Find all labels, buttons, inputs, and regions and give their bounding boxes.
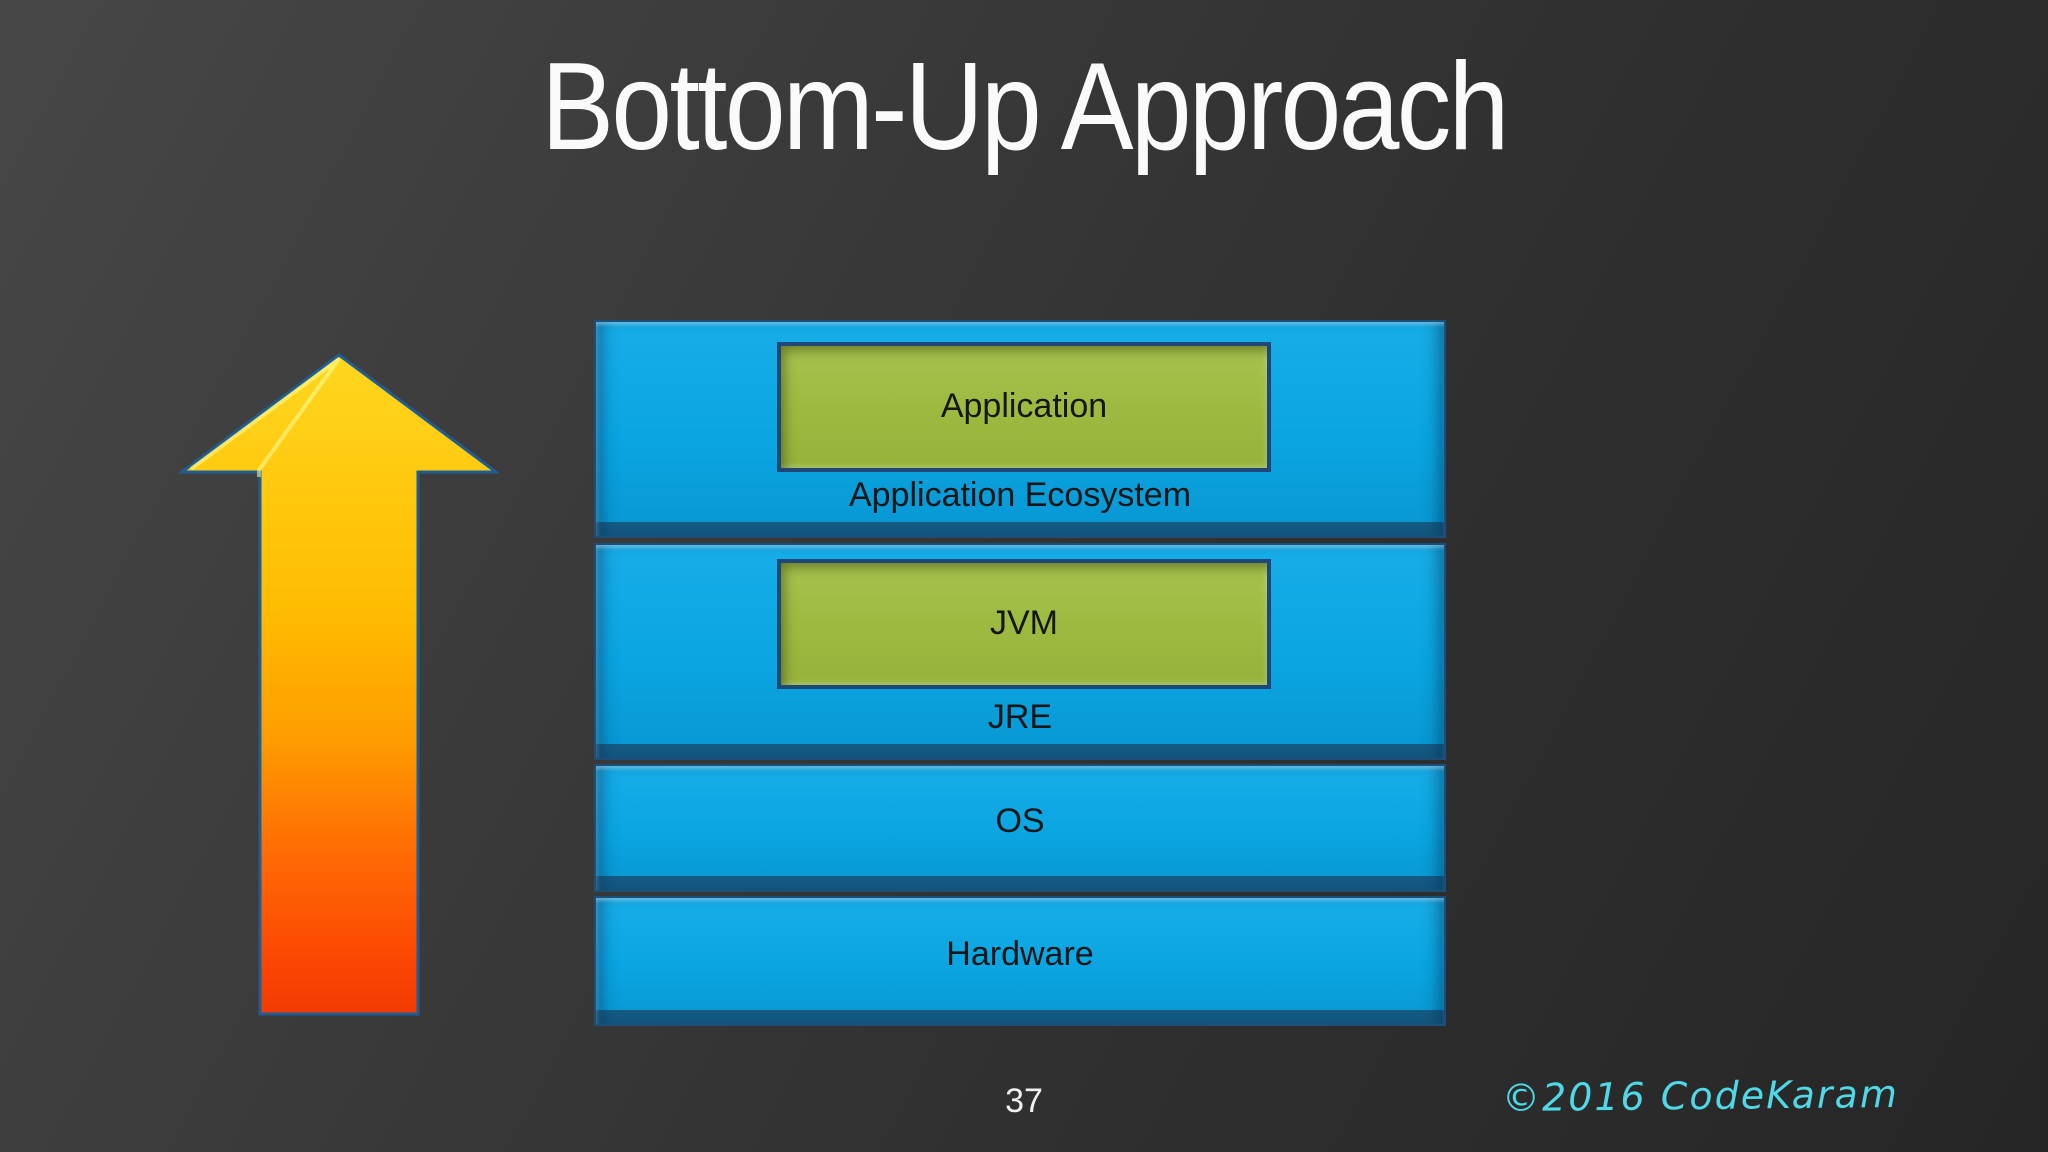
up-arrow-icon [177, 352, 501, 1017]
stack-inner-jvm: JVM [777, 559, 1271, 689]
hardware-label: Hardware [946, 935, 1094, 974]
page-number: 37 [1005, 1082, 1043, 1120]
jvm-label: JVM [990, 604, 1058, 643]
application-label: Application [940, 387, 1108, 426]
application-ecosystem-label: Application Ecosystem [848, 475, 1192, 514]
os-label: OS [995, 802, 1045, 841]
stack-layer-application-ecosystem: Application Application Ecosystem [594, 320, 1446, 538]
stack-layer-os: OS [594, 764, 1446, 892]
stack-inner-application: Application [777, 342, 1271, 472]
jre-label: JRE [987, 697, 1053, 736]
stack-layer-jre: JVM JRE [594, 543, 1446, 760]
slide-title: Bottom-Up Approach [541, 38, 1509, 176]
stack-layer-hardware: Hardware [594, 896, 1446, 1026]
copyright-credit: ©2016 CodeKaram [1501, 1071, 1900, 1121]
